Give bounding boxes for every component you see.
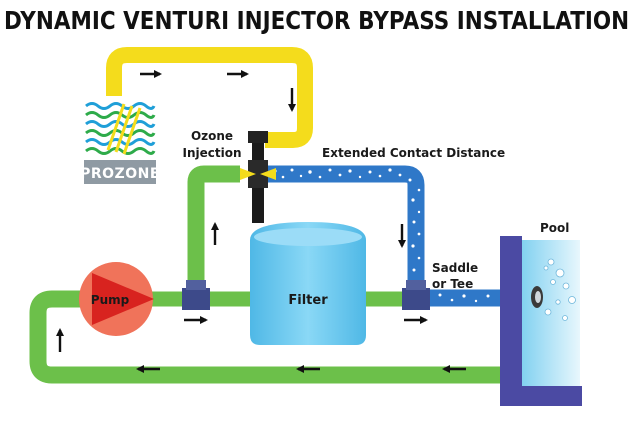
filter-label: Filter (288, 293, 328, 308)
pool-bubbles (543, 258, 576, 321)
diagram-title: DYNAMIC VENTURI INJECTOR BYPASS INSTALLA… (4, 6, 630, 35)
ozone-bubbles (273, 168, 490, 303)
pool-label: Pool (540, 221, 569, 235)
saddle-tee (402, 280, 430, 310)
pool (500, 236, 582, 406)
pump: Pump (79, 262, 154, 336)
venturi-injector (240, 131, 276, 223)
filter: Filter (250, 222, 366, 345)
return-jet-icon (531, 286, 543, 308)
pump-label: Pump (91, 293, 130, 307)
ozone-line (106, 47, 313, 148)
prozone-logo: PROZONE (80, 96, 160, 184)
logo-text: PROZONE (80, 166, 160, 182)
contact-pipe (262, 165, 500, 307)
ozone-label-line1: Ozone (191, 129, 233, 143)
logo-rays (106, 103, 142, 155)
saddle-label-line2: or Tee (432, 277, 473, 291)
contact-distance-label: Extended Contact Distance (322, 146, 505, 160)
logo-waves (85, 102, 156, 155)
bypass-tee (182, 280, 210, 310)
saddle-label-line1: Saddle (432, 261, 478, 275)
ozone-label-line2: Injection (182, 146, 241, 160)
flow-arrows (56, 70, 466, 373)
